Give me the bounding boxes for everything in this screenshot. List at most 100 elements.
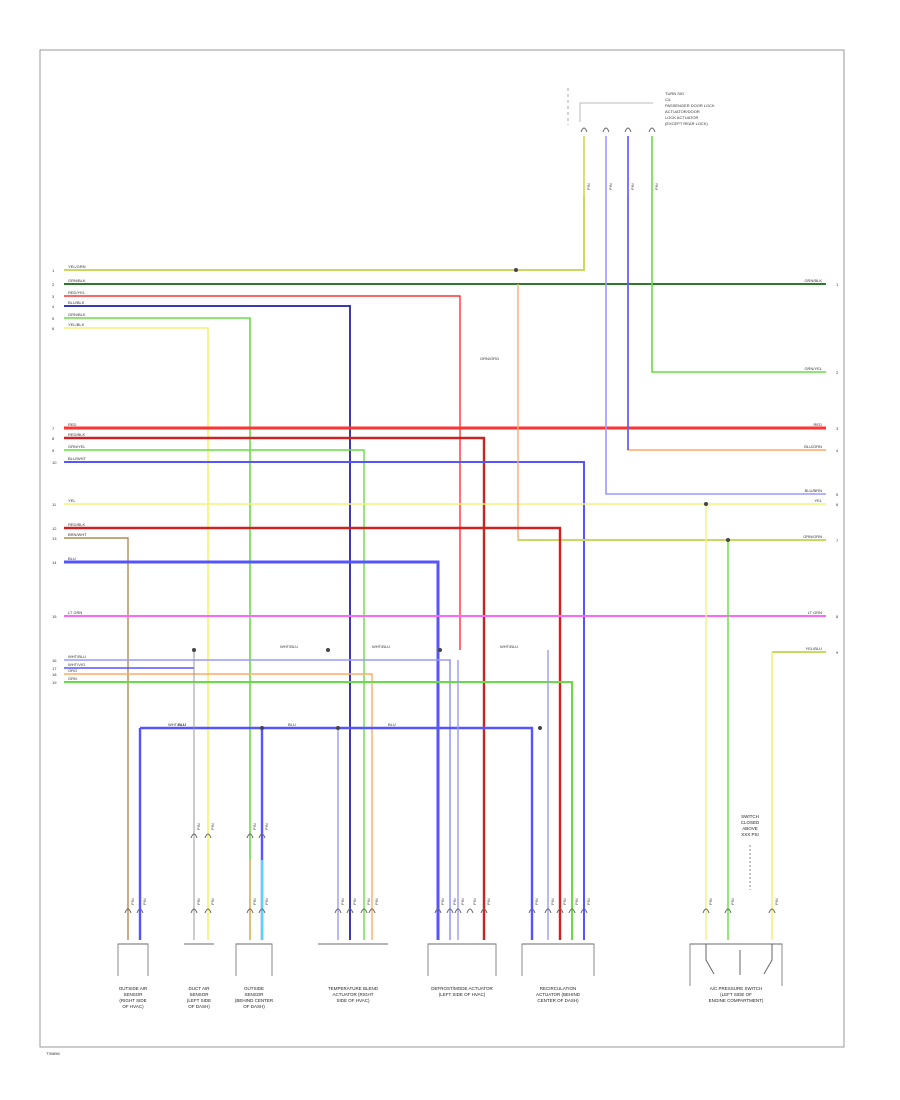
component-caption: OUTSIDE [244, 986, 264, 991]
ac-switch-note: ABOVE [742, 826, 758, 831]
left-pin-number: 6 [52, 326, 55, 331]
right-wire-label: GRN/ORN [803, 534, 822, 539]
mode-connector-pin [480, 908, 488, 914]
recirc-connector-pin-label: PIN [550, 898, 555, 905]
wire-blu [64, 560, 440, 940]
top-connector-pin-label: PIN [586, 183, 591, 190]
duct-temp-inline-pin [204, 833, 212, 839]
top-connector-note: PASSENGER DOOR LOCK [665, 103, 715, 108]
top-connector-pin-label: PIN [630, 183, 635, 190]
left-pin-number: 7 [52, 426, 55, 431]
duct-temp-inline-pin-label: PIN [210, 823, 215, 830]
component-caption: SENSOR [189, 992, 209, 997]
recirc-connector-pin-label: PIN [534, 898, 539, 905]
top-connector-pin [602, 127, 610, 133]
left-pin-number: 14 [52, 560, 57, 565]
component-caption: (LEFT SIDE OF [720, 992, 752, 997]
outside-temp-connector-pin [136, 908, 144, 914]
mode-connector-pin-label: PIN [486, 898, 491, 905]
mode-connector-pin-label: PIN [472, 898, 477, 905]
top-connector-note: LOCK ACTUATOR [665, 115, 699, 120]
splice-dot [192, 648, 196, 652]
right-wire-label: LT GRN [808, 610, 822, 615]
splice-dot [704, 502, 708, 506]
component-caption: A/C PRESSURE SWITCH [710, 986, 763, 991]
wire-blu-blk [64, 305, 351, 940]
mode-connector-pin [454, 908, 462, 914]
symbols-layer [117, 88, 783, 986]
splice-dot [326, 648, 330, 652]
right-pin-number: 4 [836, 448, 839, 453]
sunload-connector-pin-label: PIN [264, 898, 269, 905]
left-wire-label: BRN/WHT [68, 532, 87, 537]
recirc-connector-pin [528, 908, 536, 914]
component-caption: TEMPERATURE BLEND [328, 986, 379, 991]
temp-blend-connector-pin [346, 908, 354, 914]
mid-wire-label: BLU [178, 722, 186, 727]
mid-wire-label: WHT/BLU [280, 644, 298, 649]
left-wire-label: BLU [68, 556, 76, 561]
mid-wire-label: BLU [388, 722, 396, 727]
wires-layer [64, 136, 826, 940]
temp-blend-connector-pin-label: PIN [374, 898, 379, 905]
recirc-connector-pin-label: PIN [574, 898, 579, 905]
ac-switch-note: SWITCH [741, 814, 759, 819]
left-pin-number: 8 [52, 436, 55, 441]
ac-switch-contact [763, 944, 773, 975]
recirc-connector-pin-label: PIN [586, 898, 591, 905]
duct-temp-connector-pin-label: PIN [210, 898, 215, 905]
top-connector-pin [624, 127, 632, 133]
right-wire-label: YEL [814, 498, 822, 503]
left-pin-number: 13 [52, 536, 57, 541]
left-wire-label: WHT/BLU [68, 654, 86, 659]
mode-connector-pin [466, 908, 474, 914]
left-wire-label: BLU/WHT [68, 456, 87, 461]
right-wire-label: RED [814, 422, 823, 427]
wire-grn-yel-right [651, 196, 826, 373]
mid-wire-label: WHT/BLU [168, 722, 186, 727]
wire-yel-grn [64, 196, 585, 271]
mode-connector-pin [446, 908, 454, 914]
wire-org [64, 673, 373, 940]
component-box [521, 943, 595, 976]
wire-blu-bus [140, 726, 534, 940]
duct-temp-connector-pin-label: PIN [196, 898, 201, 905]
component-caption: (BEHIND CENTER [235, 998, 274, 1003]
component-caption: (RIGHT SIDE [119, 998, 146, 1003]
ac-switch-connector-pin-label: PIN [774, 898, 779, 905]
recirc-connector-pin-label: PIN [562, 898, 567, 905]
component-box [117, 943, 149, 976]
component-box [235, 943, 273, 976]
left-pin-number: 11 [52, 502, 57, 507]
splice-dot [260, 726, 264, 730]
duct-temp-connector-pin [190, 908, 198, 914]
wire-yel-blk [64, 327, 209, 940]
component-caption: DUCT AIR [189, 986, 211, 991]
right-pin-number: 2 [836, 370, 839, 375]
top-connector-pin-label: PIN [654, 183, 659, 190]
top-connector-note: TURN SIG [665, 91, 684, 96]
wire-grn-blk-2 [64, 317, 251, 940]
recirc-connector-pin [556, 908, 564, 914]
splice-dot [514, 268, 518, 272]
left-pin-number: 19 [52, 680, 57, 685]
outside-temp-connector-pin-label: PIN [142, 898, 147, 905]
right-pin-number: 5 [836, 492, 839, 497]
left-wire-label: WHT/VIO [68, 662, 85, 667]
component-caption: CENTER OF DASH) [537, 998, 579, 1003]
component-caption: OUTSIDE AIR [119, 986, 148, 991]
top-connector-note: ACTUATOR/DOOR [665, 109, 700, 114]
wire-brn-wht [64, 537, 129, 940]
sunload-inline-pin-label: PIN [252, 823, 257, 830]
left-pin-number: 9 [52, 448, 55, 453]
component-caption: SENSOR [244, 992, 264, 997]
splice-dot [438, 648, 442, 652]
ac-switch-contact [705, 944, 715, 975]
ac-switch-connector-pin-label: PIN [708, 898, 713, 905]
left-pin-number: 18 [52, 672, 57, 677]
left-wire-label: GRN/BLK [68, 312, 86, 317]
duct-temp-inline-pin [190, 833, 198, 839]
right-wire-label: GRN/BLK [804, 278, 822, 283]
outside-temp-connector-pin-label: PIN [130, 898, 135, 905]
